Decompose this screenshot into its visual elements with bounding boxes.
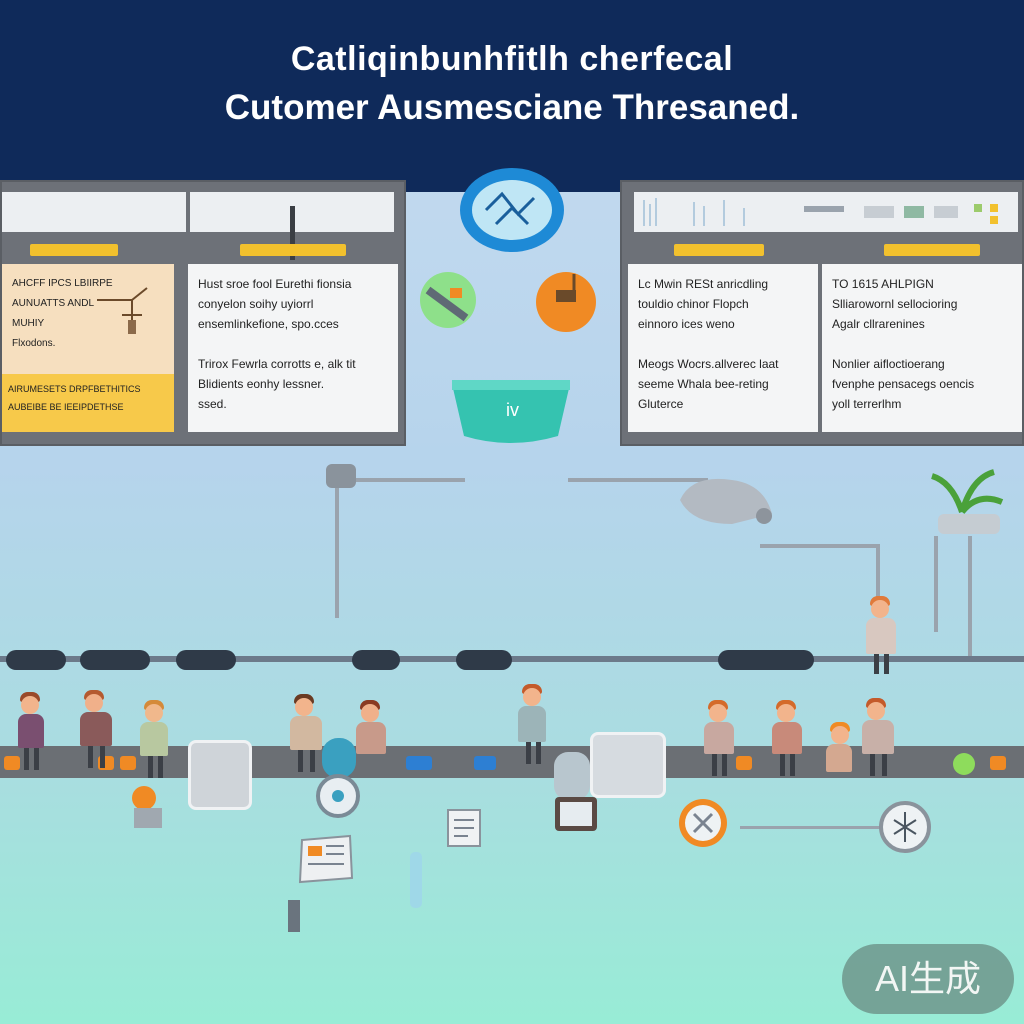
text-line: conyelon soihy uyiorrl <box>198 297 314 311</box>
kiosk-machine <box>188 740 252 810</box>
text-line: TO 1615 AHLPIGN <box>832 277 934 291</box>
rail-clamp <box>352 650 400 670</box>
text-line: einnoro ices weno <box>638 317 735 331</box>
page-title-line1: Catliqinbunhfitlh cherfecal <box>290 40 734 78</box>
counter-item <box>406 756 432 770</box>
pipe <box>934 536 938 632</box>
robot-assistant <box>322 738 356 778</box>
note-line: MUHIY <box>12 318 45 329</box>
rail-clamp <box>176 650 236 670</box>
page-title-line2: Cutomer Ausmesciane Thresaned. <box>224 88 800 127</box>
text-line: Trirox Fewrla corrotts e, alk tit <box>198 357 356 371</box>
counter-item <box>990 756 1006 770</box>
tablet-screen-icon <box>555 797 597 831</box>
text-line: Nonlier aifloctioerang <box>832 357 945 371</box>
service-counter <box>0 746 1024 778</box>
text-line: Slliarowornl sellocioring <box>832 297 958 311</box>
pipe <box>968 536 972 656</box>
clock-dial-icon <box>679 799 727 847</box>
pipe-joint-icon <box>326 464 356 488</box>
right-yellow-tab-b <box>884 244 980 256</box>
note-line: Flxodons. <box>12 338 56 349</box>
rail-clamp <box>456 650 512 670</box>
text-line: Meogs Wocrs.allverec laat <box>638 357 779 371</box>
pipe <box>760 544 878 548</box>
text-line: seeme Whala bee-reting <box>638 377 769 391</box>
pipe <box>335 478 339 618</box>
plant-pot-icon <box>930 469 1004 534</box>
mini-dashboard-graphic <box>643 198 998 226</box>
text-line: Lc Mwin RESt anricdling <box>638 277 769 291</box>
text-line: ensemlinkefione, spo.cces <box>198 317 339 331</box>
ai-generated-badge: AI生成 <box>842 944 1014 1014</box>
note-line: AUNUATTS ANDL <box>12 298 95 309</box>
band-line: AIRUMESETS DRPFBETHITICS <box>8 384 141 394</box>
text-line: fvenphe pensacegs oencis <box>832 377 975 391</box>
settings-dial-icon <box>879 801 931 853</box>
hanging-cable <box>290 206 295 260</box>
counter-item <box>4 756 20 770</box>
right-yellow-tab-a <box>674 244 764 256</box>
counter-item <box>474 756 496 770</box>
robot-assistant <box>554 752 590 800</box>
note-highlight-band: AIRUMESETS DRPFBETHITICS AUBEIBE BE IEEI… <box>2 374 174 432</box>
info-card-b: TO 1615 AHLPIGN Slliarowornl sellociorin… <box>822 264 1022 432</box>
note-card: AHCFF IPCS LBIIRPE AUNUATTS ANDL MUHIY F… <box>2 264 174 432</box>
band-line: AUBEIBE BE IEEIPDETHSE <box>8 402 124 412</box>
right-topbar <box>634 192 1018 232</box>
counter-item <box>736 756 752 770</box>
text-card: Hust sroe fool Eurethi fionsia conyelon … <box>188 264 398 432</box>
text-line: Agalr cllrarenines <box>832 317 925 331</box>
rail <box>0 656 1024 662</box>
right-panel: Lc Mwin RESt anricdling touldio chinor F… <box>620 180 1024 446</box>
kiosk-machine <box>590 732 666 798</box>
orange-service-icon <box>536 272 596 332</box>
rail-clamp <box>6 650 66 670</box>
diagram-sketch-icon <box>97 287 148 334</box>
pipe <box>335 478 465 482</box>
rail-clamp <box>718 650 814 670</box>
text-line: Hust sroe fool Eurethi fionsia <box>198 277 352 291</box>
post-icon <box>288 900 300 932</box>
svg-text:iv: iv <box>506 400 519 420</box>
text-line: touldio chinor Flopch <box>638 297 749 311</box>
teal-tray-icon: iv <box>452 380 570 443</box>
globe-network-icon <box>460 168 564 252</box>
text-line: Blidients eonhy lessner. <box>198 377 325 391</box>
gauge-icon <box>316 774 360 818</box>
text-line: Gluterce <box>638 397 684 411</box>
note-line: AHCFF IPCS LBIIRPE <box>12 278 113 289</box>
rail-clamp <box>80 650 150 670</box>
bottle-icon <box>410 852 422 908</box>
left-topbar-a <box>2 192 186 232</box>
counter-item <box>120 756 136 770</box>
report-sheet-icon <box>447 809 481 847</box>
text-line: ssed. <box>198 397 227 411</box>
text-line: yoll terrerlhm <box>832 397 902 411</box>
shield-check-icon <box>420 272 476 328</box>
green-ball-icon <box>953 753 975 775</box>
cable <box>740 826 880 829</box>
left-yellow-tab-b <box>240 244 346 256</box>
left-panel: AHCFF IPCS LBIIRPE AUNUATTS ANDL MUHIY F… <box>0 180 406 446</box>
left-yellow-tab-a <box>30 244 118 256</box>
info-card-a: Lc Mwin RESt anricdling touldio chinor F… <box>628 264 818 432</box>
header-banner: Catliqinbunhfitlh cherfecal Cutomer Ausm… <box>0 0 1024 192</box>
pump-device-icon <box>680 478 772 524</box>
paper-document-icon <box>298 834 354 884</box>
pipe <box>568 478 708 482</box>
pipe <box>876 544 880 604</box>
orange-chair-icon <box>132 786 162 828</box>
